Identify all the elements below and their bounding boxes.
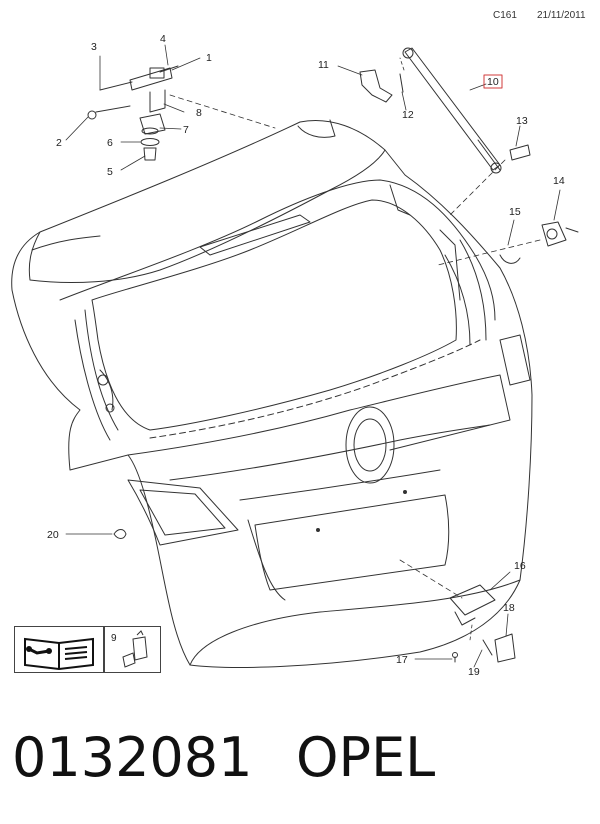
callout-17: 17 [396, 654, 408, 666]
callout-15: 15 [509, 206, 521, 218]
open-book-wrench-icon [24, 637, 94, 671]
gas-strut [359, 47, 531, 174]
leader-lines [65, 44, 561, 668]
lamp-legend-box: 9 [104, 626, 161, 673]
callout-20: 20 [47, 529, 59, 541]
callout-7: 7 [183, 124, 189, 136]
callout-9: 9 [111, 633, 117, 644]
manual-legend-box [14, 626, 104, 673]
callout-2: 2 [56, 137, 62, 149]
callout-16: 16 [514, 560, 526, 572]
callout-1: 1 [206, 52, 212, 64]
part-number: 0132081 [12, 726, 253, 789]
tailgate-body [11, 119, 533, 668]
callout-6: 6 [107, 137, 113, 149]
callout-14: 14 [553, 175, 565, 187]
lamp-unit-icon: 9 [111, 630, 148, 668]
diagram-code: C161 [493, 10, 517, 21]
callout-8: 8 [196, 107, 202, 119]
callout-19: 19 [468, 666, 480, 678]
clip-part-20 [113, 529, 127, 539]
callout-18: 18 [503, 602, 515, 614]
callout-labels: 3 4 1 2 8 7 6 5 11 12 10 13 14 15 20 16 … [47, 33, 565, 678]
callout-4: 4 [160, 33, 166, 45]
callout-5: 5 [107, 166, 113, 178]
callout-3: 3 [91, 41, 97, 53]
callout-12: 12 [402, 109, 414, 121]
latch-motor-part [499, 221, 579, 264]
highlight-box [483, 74, 503, 89]
callout-10: 10 [487, 76, 499, 88]
tailgate-exploded-diagram: 3 4 1 2 8 7 6 5 11 12 10 13 14 15 20 16 … [11, 33, 579, 678]
callout-11: 11 [318, 59, 329, 71]
callout-13: 13 [516, 115, 528, 127]
hinge-assembly [87, 65, 179, 161]
brand-name: OPEL [296, 726, 436, 789]
diagram-date: 21/11/2011 [537, 10, 586, 21]
